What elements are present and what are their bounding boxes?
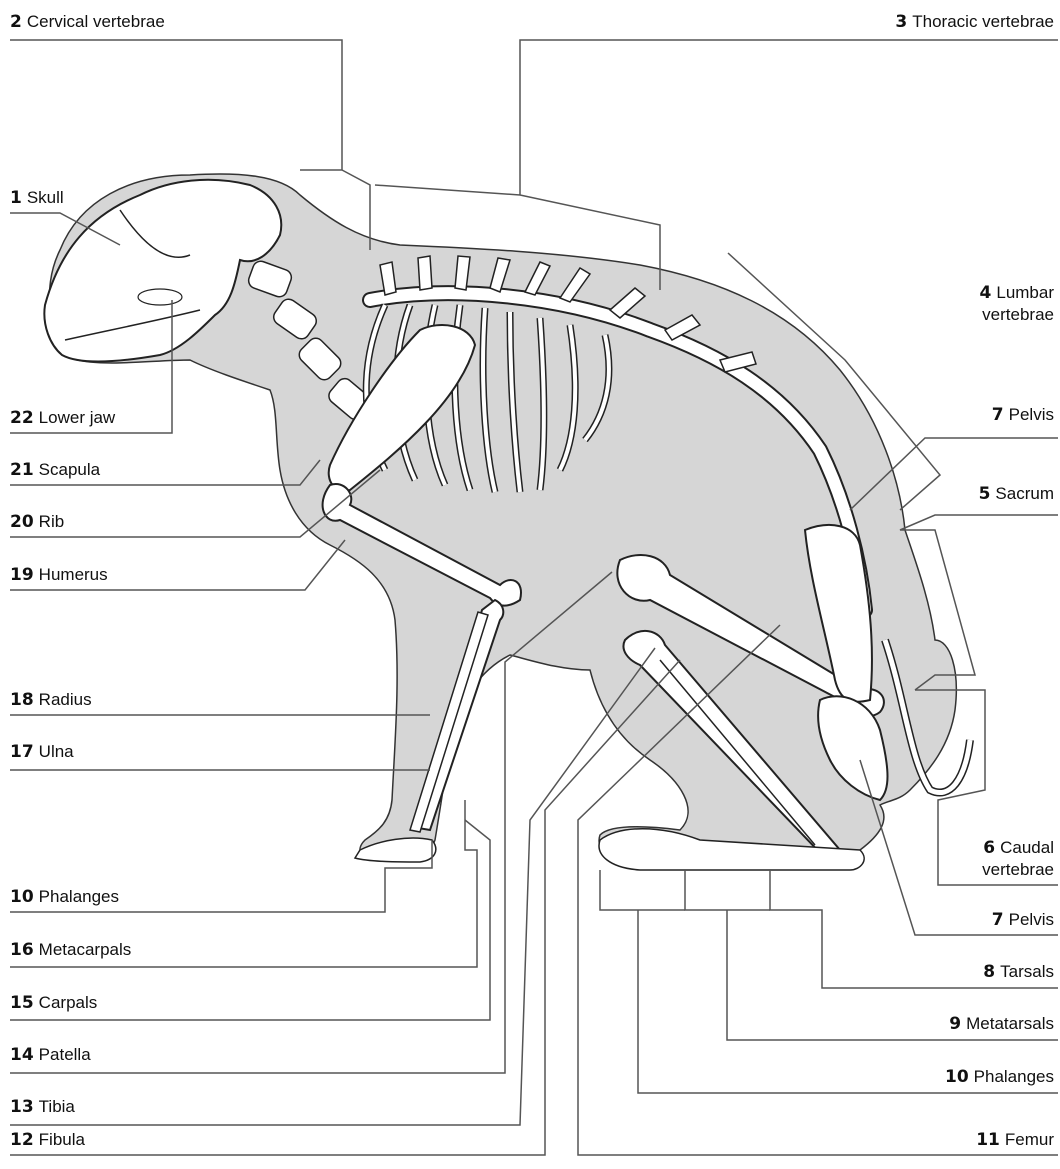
label-caudal-vertebrae: 6Caudalvertebrae	[982, 837, 1054, 880]
label-metatarsals: 9Metatarsals	[949, 1014, 1054, 1034]
label-lower-jaw: 22Lower jaw	[10, 408, 115, 428]
label-sacrum: 5Sacrum	[979, 484, 1054, 504]
label-pelvis-bottom: 7Pelvis	[992, 910, 1054, 930]
label-pelvis-top: 7Pelvis	[992, 405, 1054, 425]
label-radius: 18Radius	[10, 690, 92, 710]
label-lumbar-vertebrae: 4Lumbarvertebrae	[980, 282, 1054, 325]
label-cervical-vertebrae: 2Cervical vertebrae	[10, 12, 165, 32]
label-tarsals: 8Tarsals	[983, 962, 1054, 982]
label-fibula: 12Fibula	[10, 1130, 85, 1150]
label-tibia: 13Tibia	[10, 1097, 75, 1117]
label-femur: 11Femur	[976, 1130, 1054, 1150]
label-phalanges-fore: 10Phalanges	[10, 887, 119, 907]
label-carpals: 15Carpals	[10, 993, 97, 1013]
label-skull: 1Skull	[10, 188, 64, 208]
label-ulna: 17Ulna	[10, 742, 74, 762]
label-metacarpals: 16Metacarpals	[10, 940, 131, 960]
label-scapula: 21Scapula	[10, 460, 100, 480]
label-rib: 20Rib	[10, 512, 64, 532]
label-patella: 14Patella	[10, 1045, 91, 1065]
label-thoracic-vertebrae: 3Thoracic vertebrae	[895, 12, 1054, 32]
label-humerus: 19Humerus	[10, 565, 108, 585]
label-phalanges-hind: 10Phalanges	[945, 1067, 1054, 1087]
